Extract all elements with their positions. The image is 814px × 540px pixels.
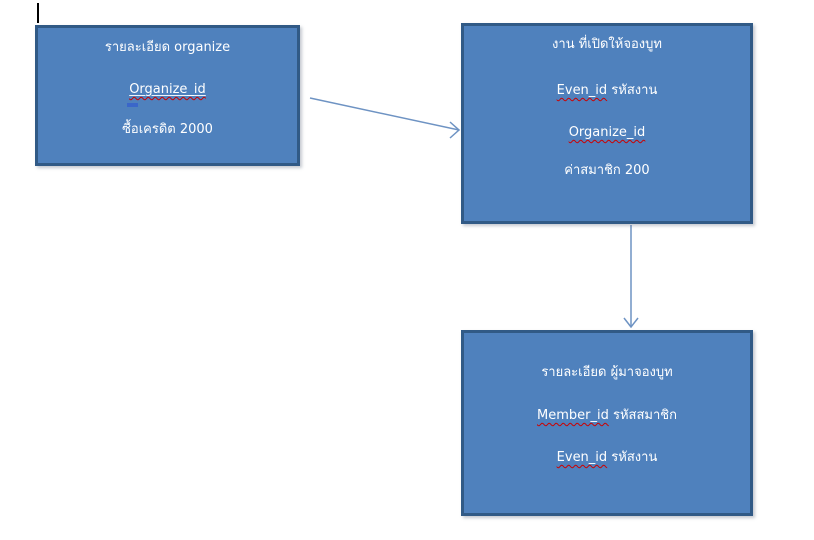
entity-box-event-booking[interactable]: งาน ที่เปิดให้จองบูท Even_id รหัสงาน Org… <box>461 23 753 224</box>
box-title: รายละเอียด ผู้มาจองบูท <box>541 365 673 380</box>
arrowhead-down-icon <box>623 317 639 329</box>
arrowhead-right-icon <box>449 121 461 139</box>
misspelled-word: Member_id <box>537 408 609 423</box>
entity-box-organize-details[interactable]: รายละเอียด organize Organize_id ซื้อเครด… <box>35 25 300 166</box>
connector-organize-to-event[interactable] <box>309 97 461 139</box>
field-member-id: Member_id รหัสสมาชิก <box>464 408 750 424</box>
field-desc: รหัสสมาชิก <box>608 408 677 423</box>
misspelled-word: Organize_id <box>568 125 646 140</box>
field-desc: รหัสงาน <box>607 83 658 98</box>
misspelled-word: Organize_id <box>127 82 206 107</box>
field-event-id: Even_id รหัสงาน <box>464 450 750 466</box>
field-member-fee: ค่าสมาชิก 200 <box>564 163 650 178</box>
box-title: งาน ที่เปิดให้จองบูท <box>552 37 662 52</box>
misspelled-word: Even_id <box>556 83 608 98</box>
field-desc: รหัสงาน <box>607 450 658 465</box>
box-title: รายละเอียด organize <box>104 40 231 55</box>
misspelled-word: Even_id <box>556 450 608 465</box>
field-organize-id: Organize_id <box>38 82 297 107</box>
connector-event-to-member[interactable] <box>623 225 639 329</box>
entity-box-booker-details[interactable]: รายละเอียด ผู้มาจองบูท Member_id รหัสสมา… <box>461 330 753 516</box>
field-event-id: Even_id รหัสงาน <box>464 83 750 99</box>
connector-line[interactable] <box>309 97 460 131</box>
autocorrect-options-icon[interactable] <box>127 103 139 107</box>
field-buy-credit: ซื้อเครดิต 2000 <box>122 122 213 137</box>
field-organize-id: Organize_id <box>464 125 750 141</box>
text-cursor-caret <box>37 3 39 23</box>
